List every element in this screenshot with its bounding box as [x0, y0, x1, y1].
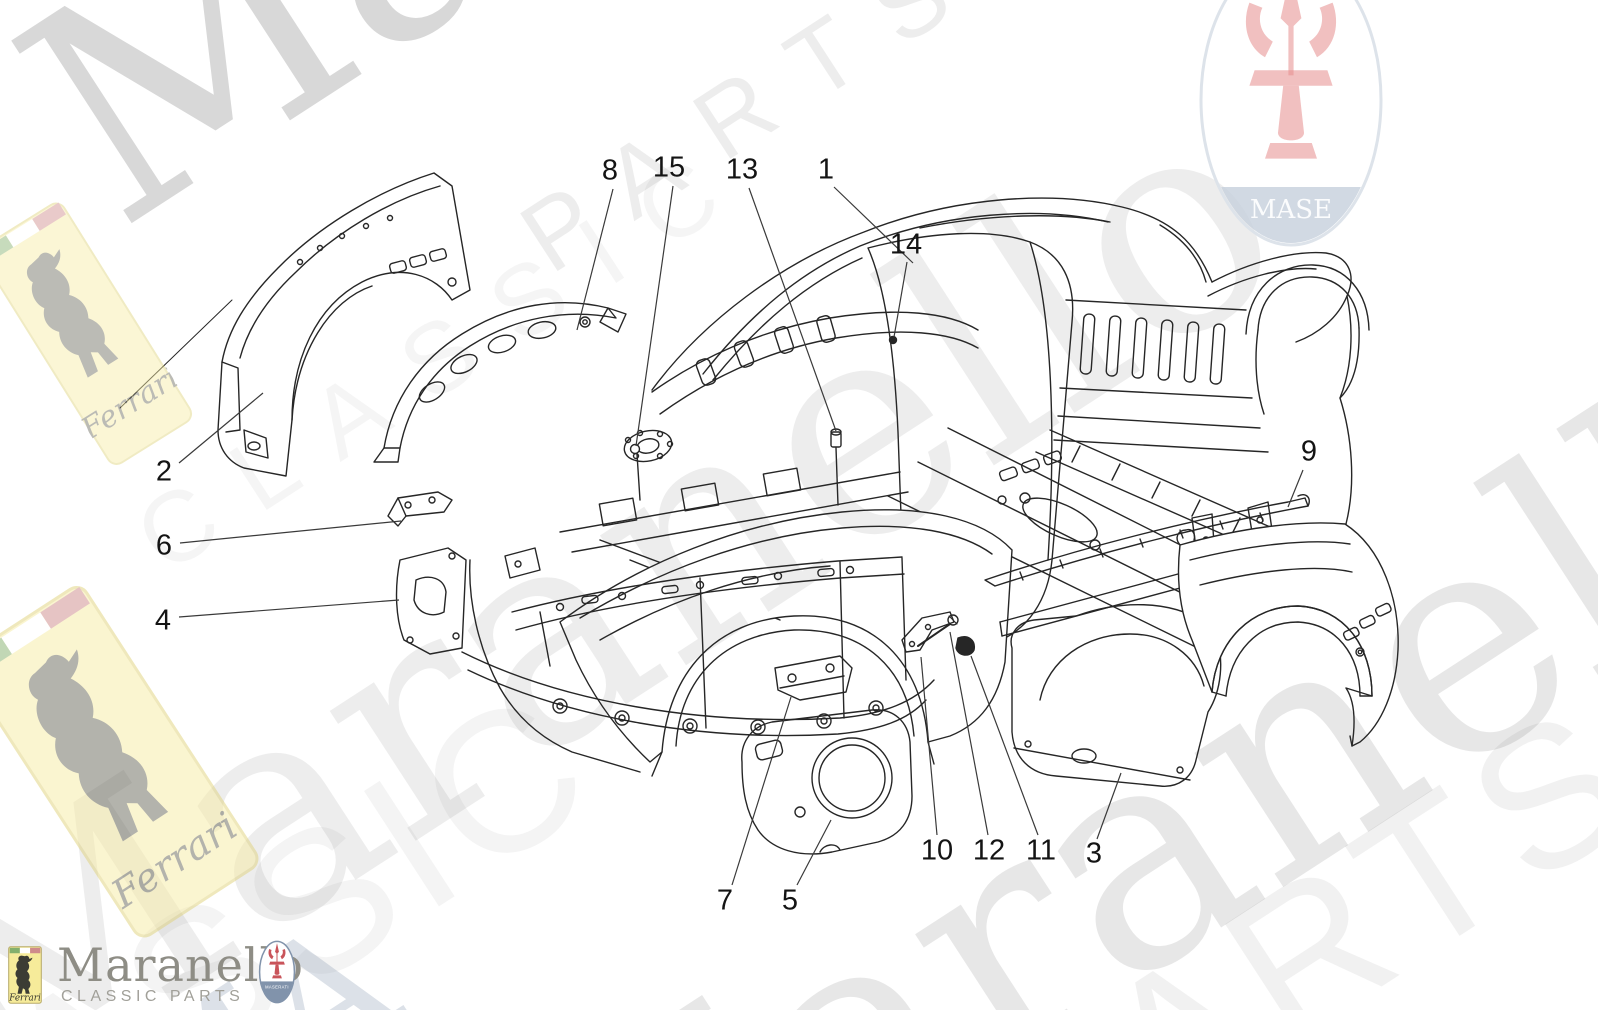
- part-1-bodyshell: [461, 197, 1370, 777]
- door-aperture: [867, 232, 1074, 651]
- part-2-inner-wheelhouse: [119, 172, 471, 477]
- part-6-bracket: [387, 491, 453, 527]
- side-vent: [1358, 614, 1376, 629]
- fastener-14: [888, 335, 898, 345]
- liner-hole: [811, 737, 893, 819]
- side-vent: [998, 466, 1019, 482]
- part-11-clip: [955, 636, 975, 656]
- svg-text:MASERATI: MASERATI: [265, 984, 289, 989]
- svg-text:Ferrari: Ferrari: [8, 994, 41, 1004]
- footer-tagline-text: CLASSIC PARTS: [61, 988, 245, 1005]
- maserati-badge-icon: MASERATI: [258, 940, 296, 1004]
- front-fender-left: [559, 450, 1063, 777]
- part-4-side-panel: [395, 547, 467, 655]
- hole: [247, 441, 261, 451]
- part-5-wheelhouse-liner-front: [741, 709, 913, 855]
- fastener-15: [629, 443, 641, 501]
- part-12-screw: [917, 614, 959, 647]
- side-vent: [1374, 602, 1392, 617]
- footer-brand-bar: Ferrari Maranello CLASSIC PARTS MASERATI: [0, 936, 520, 1010]
- part-8-cowl-brace: [373, 301, 627, 463]
- part-10-bracket: [901, 611, 955, 653]
- rear-wheel-arch: [1257, 276, 1360, 331]
- ferrari-badge-icon: Ferrari: [8, 946, 42, 1004]
- side-vent: [1020, 458, 1041, 474]
- front-wheel-arch: [675, 629, 915, 747]
- fastener-13: [830, 428, 842, 506]
- shock-tower: [623, 429, 674, 463]
- side-vent: [1342, 626, 1360, 641]
- front-fender-right: [1176, 522, 1399, 747]
- side-vent: [1042, 450, 1063, 466]
- part-7-bracket-plate: [774, 655, 853, 701]
